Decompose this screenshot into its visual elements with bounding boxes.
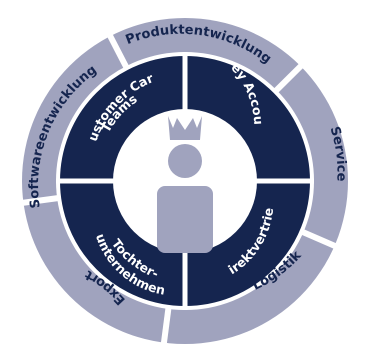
center-disc — [113, 109, 257, 253]
person-with-crown-icon — [157, 116, 213, 253]
